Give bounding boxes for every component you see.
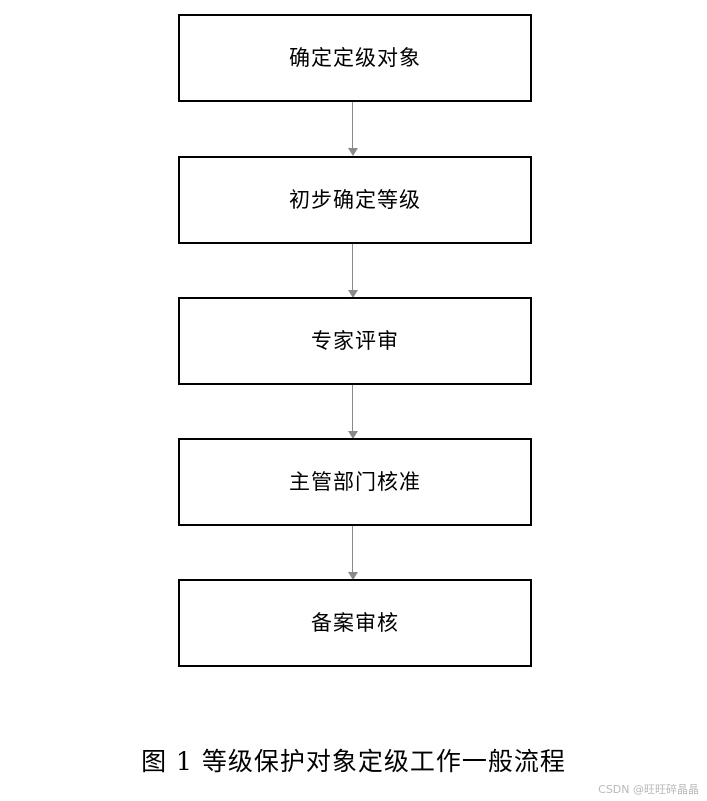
connector-2-3: [352, 244, 353, 291]
figure-caption: 图 1 等级保护对象定级工作一般流程: [141, 747, 566, 776]
connector-3-4: [352, 385, 353, 432]
flow-node-5: 备案审核: [178, 579, 532, 667]
flow-node-2-label: 初步确定等级: [289, 187, 421, 212]
arrowhead-3-4: [348, 431, 358, 439]
flow-node-4: 主管部门核准: [178, 438, 532, 526]
watermark-text: CSDN @旺旺碎晶晶: [598, 783, 699, 796]
connector-1-2: [352, 102, 353, 149]
flow-node-5-label: 备案审核: [311, 610, 399, 635]
flow-node-3: 专家评审: [178, 297, 532, 385]
flow-node-1: 确定定级对象: [178, 14, 532, 102]
flow-node-1-label: 确定定级对象: [289, 45, 421, 70]
arrowhead-4-5: [348, 572, 358, 580]
arrowhead-1-2: [348, 148, 358, 156]
connector-4-5: [352, 526, 353, 573]
arrowhead-2-3: [348, 290, 358, 298]
flow-node-4-label: 主管部门核准: [289, 469, 421, 494]
flow-node-2: 初步确定等级: [178, 156, 532, 244]
flow-node-3-label: 专家评审: [311, 328, 399, 353]
